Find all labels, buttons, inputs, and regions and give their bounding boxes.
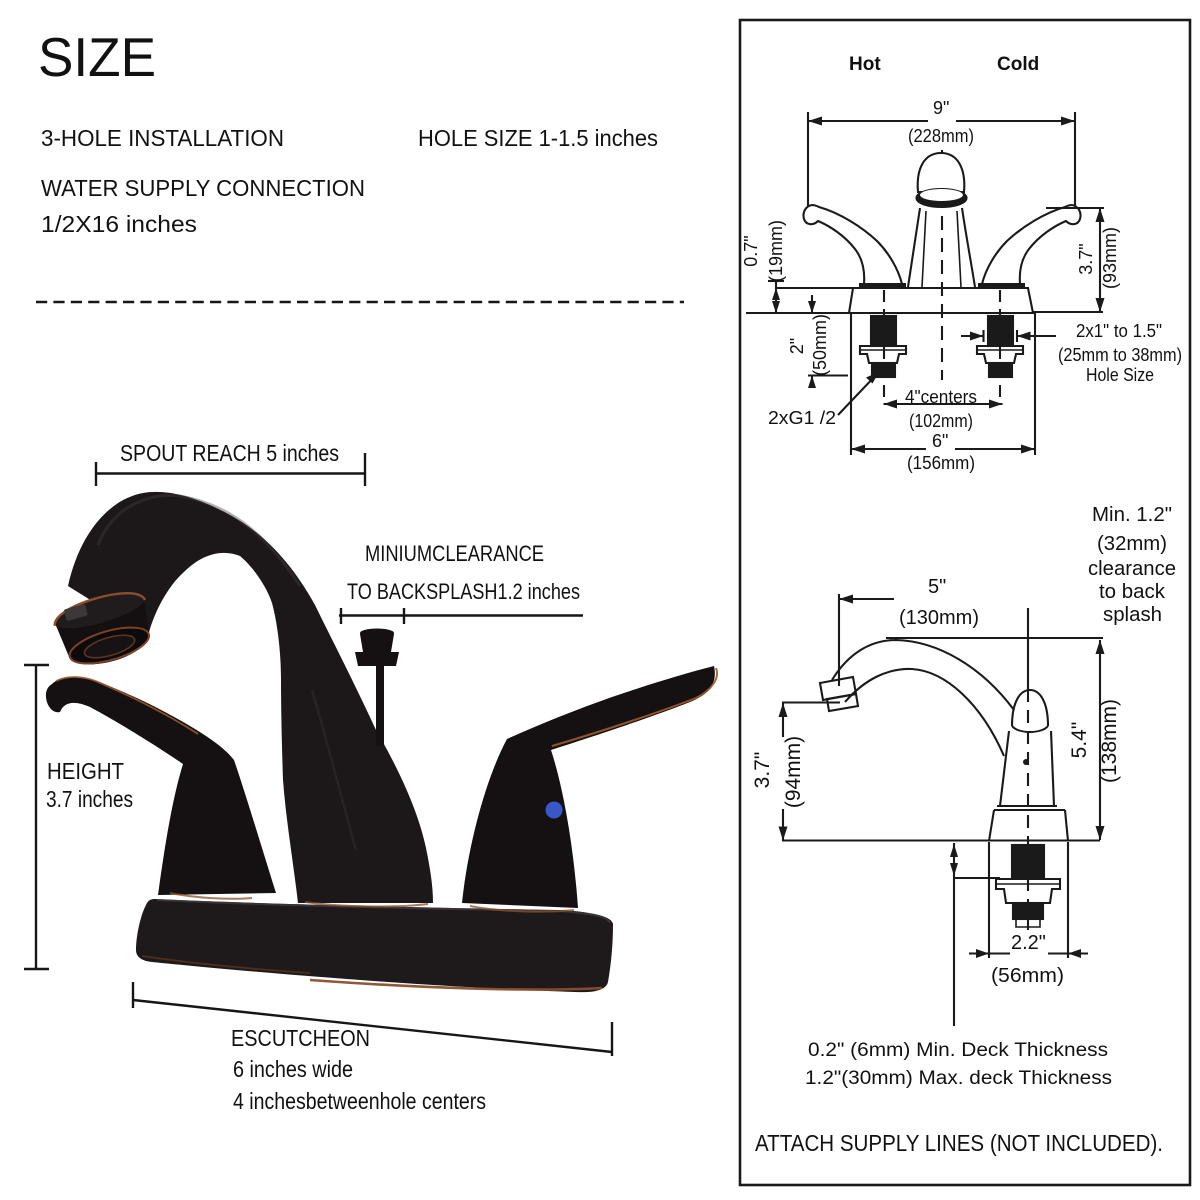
svg-text:TO BACKSPLASH1.2 inches: TO BACKSPLASH1.2 inches [347, 579, 580, 604]
svg-text:3-HOLE INSTALLATION: 3-HOLE INSTALLATION [41, 125, 284, 151]
svg-text:(156mm): (156mm) [907, 453, 975, 473]
svg-text:ESCUTCHEON: ESCUTCHEON [231, 1025, 370, 1051]
svg-text:ATTACH SUPPLY LINES (NOT INCLU: ATTACH SUPPLY LINES (NOT INCLUDED). [755, 1130, 1163, 1156]
svg-text:(19mm): (19mm) [766, 220, 786, 282]
svg-text:WATER SUPPLY CONNECTION: WATER SUPPLY CONNECTION [41, 175, 365, 201]
svg-text:(25mm to 38mm): (25mm to 38mm) [1058, 345, 1182, 365]
svg-text:MINIUMCLEARANCE: MINIUMCLEARANCE [365, 541, 544, 566]
svg-text:(102mm): (102mm) [909, 411, 973, 431]
svg-text:Min. 1.2": Min. 1.2" [1092, 504, 1172, 526]
svg-text:Cold: Cold [997, 54, 1039, 75]
svg-text:SIZE: SIZE [38, 26, 156, 88]
svg-text:4 inchesbetweenhole centers: 4 inchesbetweenhole centers [233, 1088, 486, 1114]
svg-text:5": 5" [928, 576, 946, 598]
svg-text:0.7": 0.7" [741, 235, 761, 266]
svg-text:5.4": 5.4" [1068, 722, 1091, 759]
svg-text:3.7": 3.7" [751, 752, 774, 789]
svg-text:2xG1 /2: 2xG1 /2 [768, 408, 836, 428]
svg-text:(32mm): (32mm) [1097, 533, 1167, 555]
svg-text:6 inches wide: 6 inches wide [233, 1056, 353, 1082]
svg-text:0.2" (6mm) Min. Deck Thickness: 0.2" (6mm) Min. Deck Thickness [808, 1040, 1108, 1061]
svg-text:HEIGHT: HEIGHT [47, 758, 124, 784]
svg-text:Hot: Hot [849, 54, 881, 75]
svg-text:splash: splash [1103, 604, 1162, 626]
svg-text:(130mm): (130mm) [899, 607, 979, 629]
svg-text:(56mm): (56mm) [991, 965, 1064, 987]
svg-text:Hole Size: Hole Size [1086, 365, 1154, 385]
svg-text:(138mm): (138mm) [1098, 699, 1121, 783]
svg-text:(93mm): (93mm) [1100, 227, 1120, 289]
svg-text:(94mm): (94mm) [782, 736, 805, 808]
svg-text:3.7 inches: 3.7 inches [46, 786, 133, 812]
svg-text:6": 6" [932, 431, 948, 451]
svg-text:to back: to back [1099, 581, 1166, 603]
svg-text:(228mm): (228mm) [908, 126, 974, 146]
svg-text:4"centers: 4"centers [905, 387, 977, 407]
svg-text:2": 2" [787, 338, 807, 354]
svg-text:2x1" to 1.5": 2x1" to 1.5" [1076, 321, 1162, 341]
svg-text:9": 9" [933, 98, 949, 118]
svg-text:clearance: clearance [1088, 558, 1176, 580]
svg-text:HOLE SIZE 1-1.5 inches: HOLE SIZE 1-1.5 inches [418, 125, 658, 151]
svg-text:1/2X16 inches: 1/2X16 inches [41, 211, 197, 237]
svg-text:3.7": 3.7" [1076, 243, 1096, 274]
svg-text:SPOUT REACH 5 inches: SPOUT REACH 5 inches [120, 440, 339, 466]
svg-text:(50mm): (50mm) [810, 314, 830, 376]
svg-text:1.2"(30mm) Max. deck Thickness: 1.2"(30mm) Max. deck Thickness [805, 1068, 1112, 1089]
svg-text:2.2": 2.2" [1011, 932, 1046, 954]
